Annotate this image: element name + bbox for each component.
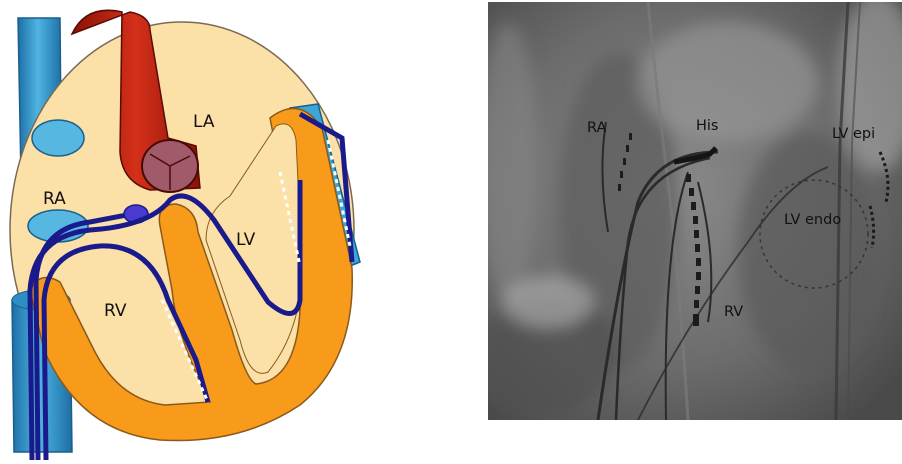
label-xray-ra: RA	[587, 120, 606, 136]
label-lv: LV	[236, 230, 256, 250]
fluoroscopy-image: RA His LV epi LV endo RV	[488, 2, 902, 420]
label-la: LA	[193, 112, 215, 132]
label-rv: RV	[104, 301, 127, 321]
label-xray-lv-endo: LV endo	[784, 212, 841, 228]
vein-opening-upper	[32, 120, 84, 156]
label-xray-his: His	[696, 118, 719, 134]
label-ra: RA	[43, 189, 66, 209]
heart-diagram: LA RA LV RV	[0, 0, 370, 464]
label-xray-rv: RV	[724, 304, 743, 320]
label-xray-lv-epi: LV epi	[832, 126, 875, 142]
